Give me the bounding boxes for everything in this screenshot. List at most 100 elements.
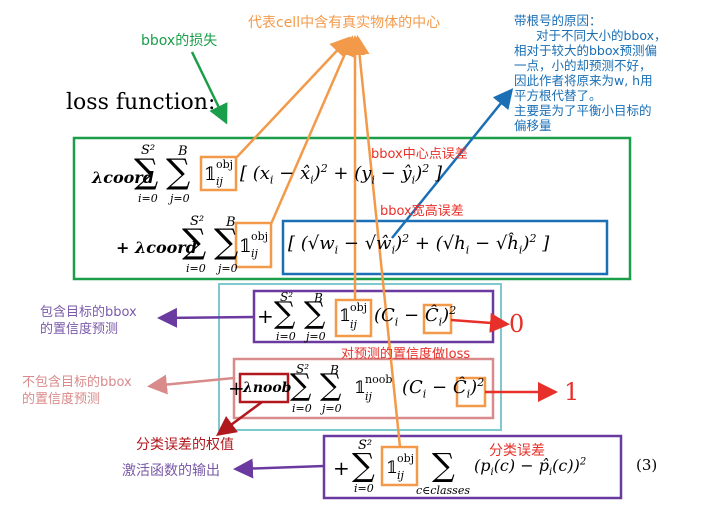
loss-function-title: loss function:: [66, 90, 216, 115]
arrow-activation: [233, 458, 325, 479]
arrow-cell-2: [269, 35, 355, 225]
sum-upper-6: B: [314, 291, 323, 305]
note-wh-error: bbox宽高误差: [380, 204, 464, 219]
note-class-error: 分类误差: [489, 443, 545, 459]
noobj-conf-line-2: 的置信度预测: [22, 392, 101, 407]
note-center-error: bbox中心点误差: [371, 147, 468, 162]
sum-sign-8: ∑: [320, 368, 342, 403]
indicator-1: 𝟙: [204, 164, 217, 185]
box-indicator-1: [199, 155, 238, 192]
indicator-ij-2: ij: [251, 247, 258, 260]
arrow-class-weight: [215, 400, 263, 436]
note-sqrt-reason: 带根号的原因： 对于不同大小的bbox， 相对于较大的bbox预测偏 一点，小的…: [514, 13, 704, 133]
sum-upper-4: B: [226, 215, 236, 230]
arrow-bbox-loss: [190, 51, 228, 125]
sum-lower-6: j=0: [306, 330, 326, 343]
indicator-noobj: noob: [365, 373, 393, 386]
sum-lower-2: j=0: [170, 192, 190, 205]
sqrt-line-7: 主要是为了平衡小目标的: [514, 103, 652, 118]
indicator-obj-5: obj: [397, 452, 415, 465]
formula-row-5: + S² ∑ i=0 𝟙 obj ij ∑ c∈classes (pi(c) −…: [324, 436, 704, 498]
box-wh-terms: [281, 219, 609, 276]
arrow-target-zero: [450, 312, 510, 333]
sum-sign-7: ∑: [290, 368, 312, 403]
formula-row-1: λcoord S² ∑ i=0 B ∑ j=0 𝟙 obj ij [ (xi −…: [86, 142, 626, 214]
target-zero: 0: [509, 310, 525, 338]
indicator-ij-1: ij: [216, 175, 223, 188]
note-noobj-conf: 不包含目标的bbox 的置信度预测: [22, 374, 132, 408]
note-cell-center: 代表cell中含有真实物体的中心: [248, 15, 441, 31]
noobj-conf-term: (Ci − Ĉi)2: [402, 376, 485, 401]
center-error-term: [ (xi − x̂i)2 + (yi − ŷi)2 ]: [240, 162, 442, 187]
sum-sign-6: ∑: [304, 296, 326, 331]
obj-conf-line-2: 的置信度预测: [40, 322, 119, 337]
plus-3: +: [257, 304, 274, 328]
box-chat-1: [422, 303, 453, 335]
box-confidence: [218, 283, 502, 431]
sum-lower-4: j=0: [218, 262, 238, 275]
sum-lower-7: i=0: [292, 402, 312, 415]
formula-row-4: + λnoob S² ∑ i=0 B ∑ j=0 𝟙 noob ij (Ci −…: [228, 360, 494, 418]
indicator-4: 𝟙: [354, 378, 366, 398]
sum-lower-3: i=0: [186, 262, 206, 275]
arrow-noobj-conf: [147, 374, 235, 395]
sum-lower-1: i=0: [138, 192, 158, 205]
sum-sign-10: ∑: [432, 446, 455, 484]
sum-upper-3: S²: [190, 214, 205, 229]
indicator-obj-3: obj: [350, 301, 368, 314]
sum-upper-8: B: [330, 363, 339, 377]
plus-lambda-coord-2: + λcoord: [116, 238, 197, 257]
arrow-cell-4: [349, 35, 402, 448]
sum-upper-1: S²: [141, 143, 156, 158]
obj-conf-term: (Ci − Ĉi)2: [374, 304, 457, 329]
box-indicator-3: [334, 298, 373, 338]
class-error-term: (pi(c) − p̂i(c))2: [474, 456, 587, 479]
obj-conf-line-1: 包含目标的bbox: [40, 305, 137, 320]
sum-upper-2: B: [178, 144, 188, 159]
lambda-coord-2: λcoord: [134, 238, 197, 257]
sum-sign-5: ∑: [274, 296, 296, 331]
sqrt-line-3: 相对于较大的bbox预测偏: [514, 43, 658, 58]
sqrt-line-1: 带根号的原因：: [514, 13, 602, 28]
note-activation-output: 激活函数的输出: [122, 463, 220, 479]
sum-lower-5: i=0: [276, 330, 296, 343]
formula-row-3: + S² ∑ i=0 B ∑ j=0 𝟙 obj ij (Ci − Ĉi)2: [254, 288, 494, 344]
indicator-ij-5: ij: [397, 469, 404, 482]
note-class-weight: 分类误差的权值: [136, 437, 234, 453]
sqrt-line-2: 对于不同大小的bbox，: [536, 28, 667, 43]
sum-lower-10: c∈classes: [416, 484, 470, 497]
wh-error-term: [ (√wi − √ŵi)2 + (√hi − √ĥi)2 ]: [288, 232, 550, 257]
formula-row-2: + λcoord S² ∑ i=0 B ∑ j=0 𝟙 obj ij [ (√w…: [86, 214, 626, 276]
sum-lower-8: j=0: [322, 402, 342, 415]
sum-upper-5: S²: [280, 290, 294, 304]
indicator-obj-1: obj: [216, 158, 234, 171]
arrow-cell-1: [235, 36, 351, 159]
note-conf-loss: 对预测的置信度做loss: [341, 347, 471, 362]
arrow-obj-conf: [157, 307, 255, 328]
box-lambda-noobj: [238, 372, 290, 404]
box-noobj-conf: [232, 357, 495, 420]
noobj-conf-line-1: 不包含目标的bbox: [22, 375, 132, 390]
sqrt-line-5: 因此作者将原来为w, h用: [514, 73, 653, 88]
target-one: 1: [564, 378, 580, 406]
sum-sign-3: ∑: [182, 222, 207, 262]
indicator-ij-4: ij: [365, 390, 372, 403]
sqrt-line-6: 平方根代替了。: [514, 88, 602, 103]
lambda-noobj: λnoob: [243, 380, 292, 396]
indicator-5: 𝟙: [386, 458, 398, 478]
sum-lower-9: i=0: [354, 482, 374, 495]
equation-number: (3): [636, 456, 658, 474]
indicator-3: 𝟙: [339, 306, 351, 326]
plus-4: +: [228, 376, 245, 400]
note-obj-conf: 包含目标的bbox 的置信度预测: [40, 304, 137, 338]
sqrt-line-8: 偏移量: [514, 118, 552, 133]
box-coord-loss: [72, 136, 632, 281]
sum-sign-9: ∑: [352, 446, 375, 484]
sum-sign-1: ∑: [134, 152, 159, 192]
note-bbox-loss: bbox的损失: [141, 33, 218, 49]
sum-sign-4: ∑: [214, 222, 239, 262]
sum-sign-2: ∑: [166, 152, 191, 192]
indicator-2: 𝟙: [239, 236, 252, 257]
indicator-obj-2: obj: [251, 230, 269, 243]
